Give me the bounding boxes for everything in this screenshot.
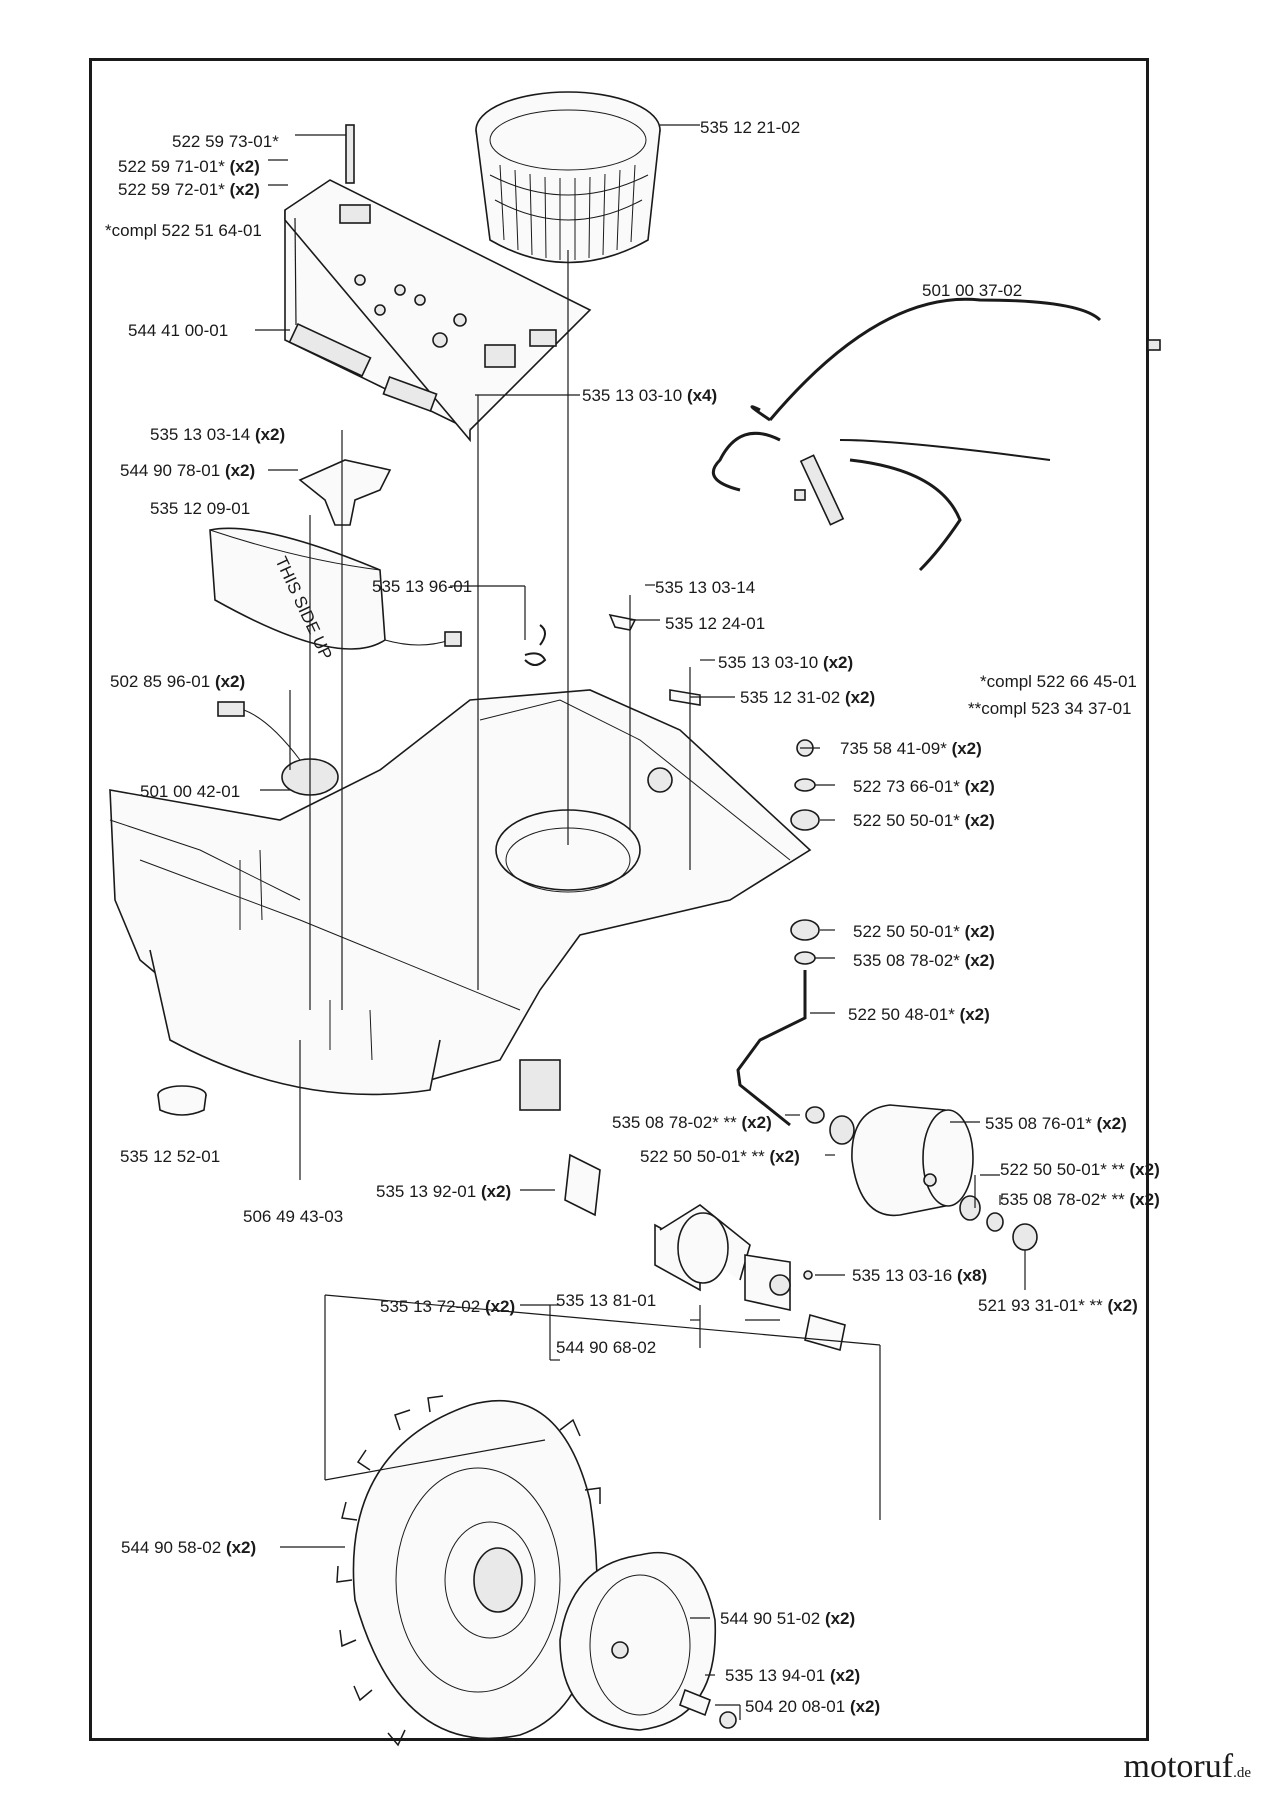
bracket — [298, 459, 392, 526]
label-5350876: 535 08 76-01* (x2) — [985, 1114, 1127, 1133]
label-5351310-x2: 535 13 03-10 (x2) — [718, 653, 853, 672]
label-5351224: 535 12 24-01 — [665, 614, 765, 633]
hook-part — [524, 624, 547, 666]
label-5351252: 535 12 52-01 — [120, 1147, 220, 1166]
label-5449051: 544 90 51-02 (x2) — [720, 1609, 855, 1628]
label-compl-5233437: **compl 523 34 37-01 — [968, 699, 1132, 718]
brand-watermark: motoruf.de — [1123, 1748, 1251, 1785]
label-5351209: 535 12 09-01 — [150, 499, 250, 518]
drive-motor — [564, 1153, 846, 1352]
label-5225973: 522 59 73-01* — [172, 132, 279, 151]
fan-housing — [475, 91, 661, 264]
label-5350878-a: 535 08 78-02* (x2) — [853, 951, 995, 970]
wire-harness — [711, 297, 1161, 572]
leader-lines — [255, 124, 1026, 1720]
label-5042008: 504 20 08-01 (x2) — [745, 1697, 880, 1716]
label-5028596: 502 85 96-01 (x2) — [110, 672, 245, 691]
main-wheel — [336, 1395, 601, 1747]
label-5010037: 501 00 37-02 — [922, 281, 1022, 300]
label-5225050-b: 522 50 50-01* (x2) — [853, 922, 995, 941]
label-5225050-a: 522 50 50-01* (x2) — [853, 811, 995, 830]
diagram-frame — [89, 58, 1149, 1741]
label-5219331: 521 93 31-01* ** (x2) — [978, 1296, 1138, 1315]
label-compl-5225164: *compl 522 51 64-01 — [105, 221, 262, 240]
label-5225972: 522 59 72-01* (x2) — [118, 180, 260, 199]
label-5351396: 535 13 96-01 — [372, 577, 472, 596]
label-5010042: 501 00 42-01 — [140, 782, 240, 801]
label-5351392: 535 13 92-01 (x2) — [376, 1182, 511, 1201]
chassis — [109, 689, 812, 1111]
label-5351394: 535 13 94-01 (x2) — [725, 1666, 860, 1685]
circuit-board — [284, 124, 592, 443]
label-5225050-c: 522 50 50-01* ** (x2) — [640, 1147, 800, 1166]
label-5351231: 535 12 31-02 (x2) — [740, 688, 875, 707]
label-5351314-x2: 535 13 03-14 (x2) — [150, 425, 285, 444]
clip-parts — [608, 613, 701, 706]
label-5444100: 544 41 00-01 — [128, 321, 228, 340]
part-labels: 535 12 21-02 522 59 73-01* 522 59 71-01*… — [105, 118, 1160, 1716]
label-5449078: 544 90 78-01 (x2) — [120, 461, 255, 480]
label-5064943: 506 49 43-03 — [243, 1207, 343, 1226]
label-5350878-b: 535 08 78-02* ** (x2) — [612, 1113, 772, 1132]
wheel-cover — [559, 1551, 737, 1731]
label-5449068: 544 90 68-02 — [556, 1338, 656, 1357]
charging-ring — [157, 1085, 207, 1116]
label-5351221: 535 12 21-02 — [700, 118, 800, 137]
label-5351316: 535 13 03-16 (x8) — [852, 1266, 987, 1285]
label-5350878-c: 535 08 78-02* ** (x2) — [1000, 1190, 1160, 1209]
label-7355841: 735 58 41-09* (x2) — [840, 739, 982, 758]
label-5351372: 535 13 72-02 (x2) — [380, 1297, 515, 1316]
label-5449058: 544 90 58-02 (x2) — [121, 1538, 256, 1557]
label-5225050-d: 522 50 50-01* ** (x2) — [1000, 1160, 1160, 1179]
rear-wheel-assembly — [736, 739, 1038, 1251]
label-5351310-x4: 535 13 03-10 (x4) — [582, 386, 717, 405]
label-5351314: 535 13 03-14 — [655, 578, 755, 597]
label-5351381: 535 13 81-01 — [556, 1291, 656, 1310]
label-5225048: 522 50 48-01* (x2) — [848, 1005, 990, 1024]
label-5225971: 522 59 71-01* (x2) — [118, 157, 260, 176]
label-compl-5226645: *compl 522 66 45-01 — [980, 672, 1137, 691]
label-5227366: 522 73 66-01* (x2) — [853, 777, 995, 796]
